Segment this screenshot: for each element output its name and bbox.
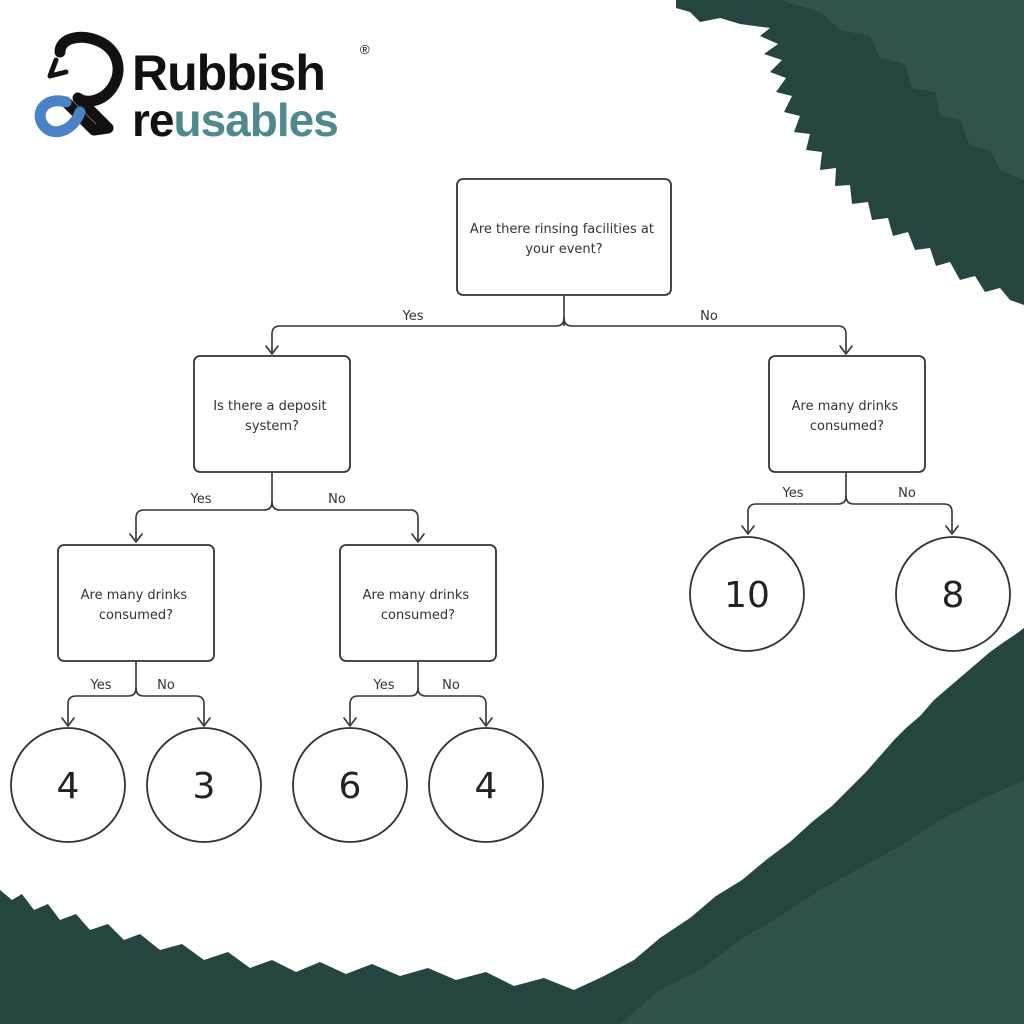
edge-label-left-yes: Yes xyxy=(90,678,112,693)
edge-label-mid-no: No xyxy=(442,678,460,693)
brand-line2-re: re xyxy=(132,94,174,146)
decision-box xyxy=(193,355,351,473)
edge-label-root-no: No xyxy=(700,309,718,324)
edge-right-no xyxy=(845,495,953,532)
leaf-circle xyxy=(895,536,1011,652)
arrowhead-icon xyxy=(945,525,959,535)
leaf-value: 3 xyxy=(193,766,216,807)
foliage-bottom xyxy=(0,628,1024,1024)
decision-text: Are there rinsing facilities at your eve… xyxy=(470,222,658,257)
leaf-ll-no: 3 xyxy=(146,727,262,843)
arrowhead-icon xyxy=(741,525,755,535)
decision-root: Are there rinsing facilities at your eve… xyxy=(456,178,672,296)
decision-box xyxy=(768,355,926,473)
leaf-circle xyxy=(10,727,126,843)
arrowhead-icon xyxy=(61,717,75,727)
leaf-value: 8 xyxy=(942,575,965,616)
brand-logo: Rubbish ® reusables xyxy=(34,31,370,146)
decision-box xyxy=(339,544,497,662)
loop-arrow-icon xyxy=(34,31,124,138)
decision-text: Are many drinks consumed? xyxy=(363,588,474,623)
decision-text-line: consumed? xyxy=(381,608,455,623)
decision-text-line: Are there rinsing facilities at xyxy=(470,222,654,237)
edge-mid-yes xyxy=(349,687,419,724)
decision-box xyxy=(57,544,215,662)
edge-label-mid-yes: Yes xyxy=(373,678,395,693)
arrowhead-icon xyxy=(839,345,853,355)
arrowheads xyxy=(61,345,959,727)
leaf-lm-yes: 6 xyxy=(292,727,408,843)
arrowhead-icon xyxy=(411,533,425,543)
leaf-value: 6 xyxy=(339,766,362,807)
decision-text-line: consumed? xyxy=(810,419,884,434)
arrowhead-icon xyxy=(343,717,357,727)
leaf-circle xyxy=(428,727,544,843)
decision-drinks-left: Are many drinks consumed? xyxy=(57,544,215,662)
decision-box xyxy=(456,178,672,296)
edge-deposit-yes xyxy=(135,501,273,540)
decision-text-line: Are many drinks xyxy=(363,588,470,603)
edge-left-yes xyxy=(67,687,137,724)
decision-deposit: Is there a deposit system? xyxy=(193,355,351,473)
decision-text-line: system? xyxy=(245,419,299,434)
edge-label-root-yes: Yes xyxy=(402,309,424,324)
connectors xyxy=(67,296,953,724)
leaf-circle xyxy=(689,536,805,652)
decision-drinks-right: Are many drinks consumed? xyxy=(768,355,926,473)
decision-text: Are many drinks consumed? xyxy=(81,588,192,623)
edge-root-no xyxy=(563,317,847,352)
edge-root-yes xyxy=(271,317,565,352)
decision-text-line: your event? xyxy=(525,242,602,257)
brand-line2: reusables xyxy=(132,94,338,146)
edge-label-right-yes: Yes xyxy=(782,486,804,501)
decision-text-line: Are many drinks xyxy=(792,399,899,414)
edge-label-deposit-yes: Yes xyxy=(190,492,212,507)
leaf-value: 4 xyxy=(475,766,498,807)
edge-left-no xyxy=(135,687,205,724)
leaf-value: 10 xyxy=(724,575,770,616)
decision-text: Are many drinks consumed? xyxy=(792,399,903,434)
arrowhead-icon xyxy=(265,345,279,355)
leaf-lm-no: 4 xyxy=(428,727,544,843)
decision-text-line: Is there a deposit xyxy=(213,399,326,414)
edge-label-deposit-no: No xyxy=(328,492,346,507)
brand-line2-rest: usables xyxy=(173,94,337,146)
edge-label-left-no: No xyxy=(157,678,175,693)
leaf-ll-yes: 4 xyxy=(10,727,126,843)
leaf-value: 4 xyxy=(57,766,80,807)
leaf-circle xyxy=(146,727,262,843)
edge-mid-no xyxy=(417,687,487,724)
edge-label-right-no: No xyxy=(898,486,916,501)
brand-line1: Rubbish xyxy=(132,45,325,101)
registered-mark: ® xyxy=(360,42,370,57)
edge-labels: Yes No Yes No Yes No Yes No Yes No xyxy=(90,309,916,693)
decision-text: Is there a deposit system? xyxy=(213,399,330,434)
arrowhead-icon xyxy=(129,533,143,543)
arrowhead-icon xyxy=(479,717,493,727)
decision-drinks-mid: Are many drinks consumed? xyxy=(339,544,497,662)
leaf-r-no: 8 xyxy=(895,536,1011,652)
edge-deposit-no xyxy=(271,501,419,540)
edge-right-yes xyxy=(747,495,847,532)
foliage-top-right xyxy=(676,0,1024,305)
decision-text-line: consumed? xyxy=(99,608,173,623)
leaf-circle xyxy=(292,727,408,843)
arrowhead-icon xyxy=(197,717,211,727)
decision-text-line: Are many drinks xyxy=(81,588,188,603)
leaf-r-yes: 10 xyxy=(689,536,805,652)
